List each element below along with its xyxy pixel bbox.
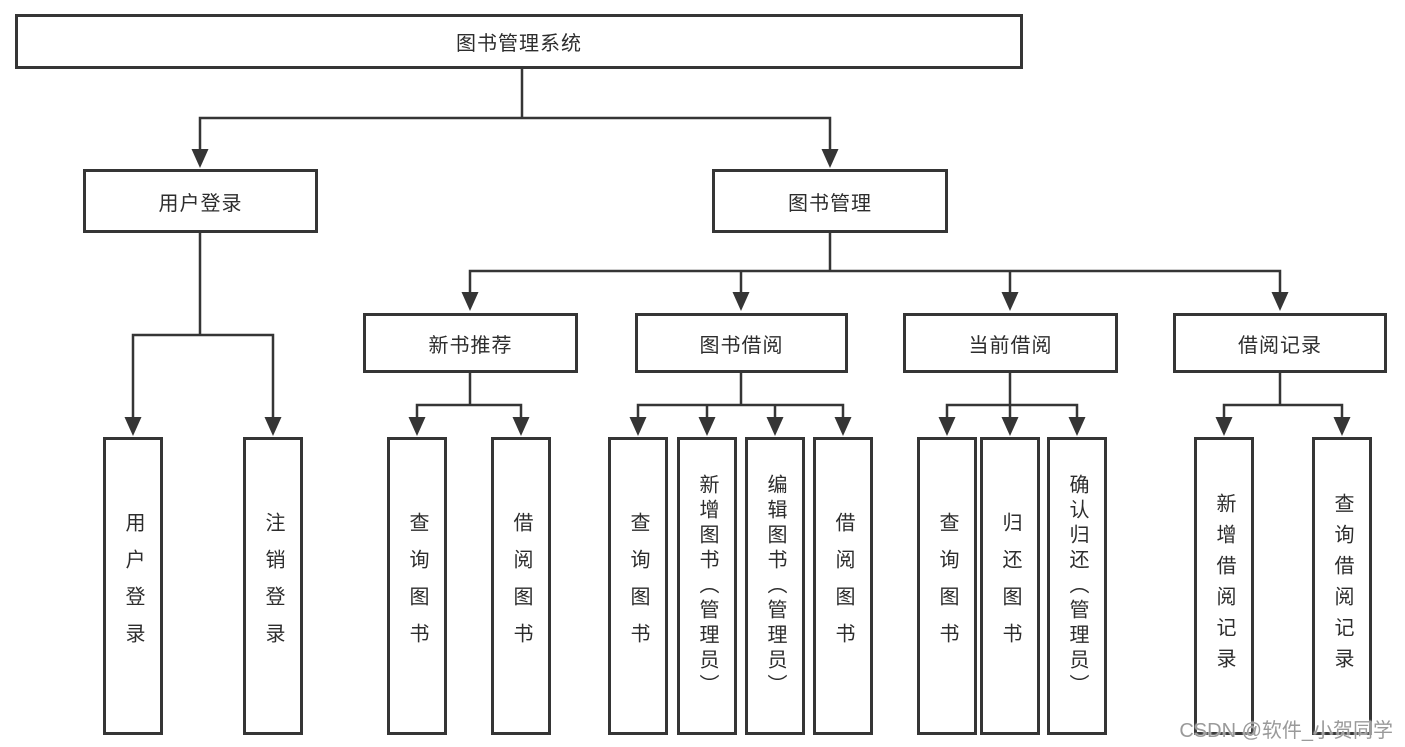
node-borrowing-records: 借阅记录 (1173, 313, 1387, 373)
leaf-borrow-books-recommend: 借阅图书 (491, 437, 551, 735)
leaf-label: 用户登录 (122, 512, 144, 660)
leaf-label: 归还图书 (999, 512, 1021, 660)
leaf-label: 借阅图书 (832, 512, 854, 660)
leaf-query-borrow-record: 查询借阅记录 (1312, 437, 1372, 735)
leaf-label: 注销登录 (262, 512, 284, 660)
node-current-borrowing: 当前借阅 (903, 313, 1118, 373)
leaf-query-books-current: 查询图书 (917, 437, 977, 735)
leaf-borrow-books-borrow: 借阅图书 (813, 437, 873, 735)
leaf-add-book-admin: 新增图书（管理员） (677, 437, 737, 735)
leaf-label: 查询借阅记录 (1331, 493, 1353, 679)
leaf-logout: 注销登录 (243, 437, 303, 735)
leaf-label: 确认归还（管理员） (1066, 473, 1088, 699)
leaf-label: 查询图书 (627, 512, 649, 660)
leaf-label: 借阅图书 (510, 512, 532, 660)
leaf-query-books-recommend: 查询图书 (387, 437, 447, 735)
leaf-label: 查询图书 (936, 512, 958, 660)
leaf-user-login: 用户登录 (103, 437, 163, 735)
node-user-login: 用户登录 (83, 169, 318, 233)
arrowheads (124, 149, 1351, 436)
leaf-label: 查询图书 (406, 512, 428, 660)
leaf-label: 新增借阅记录 (1213, 493, 1235, 679)
leaf-label: 新增图书（管理员） (696, 473, 718, 699)
leaf-add-borrow-record: 新增借阅记录 (1194, 437, 1254, 735)
node-book-management: 图书管理 (712, 169, 948, 233)
node-book-borrowing: 图书借阅 (635, 313, 848, 373)
node-new-book-recommendation: 新书推荐 (363, 313, 578, 373)
leaf-confirm-return-admin: 确认归还（管理员） (1047, 437, 1107, 735)
watermark: CSDN @软件_小贺同学 (1179, 720, 1393, 742)
node-root: 图书管理系统 (15, 14, 1023, 69)
leaf-edit-book-admin: 编辑图书（管理员） (745, 437, 805, 735)
leaf-query-books-borrow: 查询图书 (608, 437, 668, 735)
leaf-return-book: 归还图书 (980, 437, 1040, 735)
leaf-label: 编辑图书（管理员） (764, 473, 786, 699)
